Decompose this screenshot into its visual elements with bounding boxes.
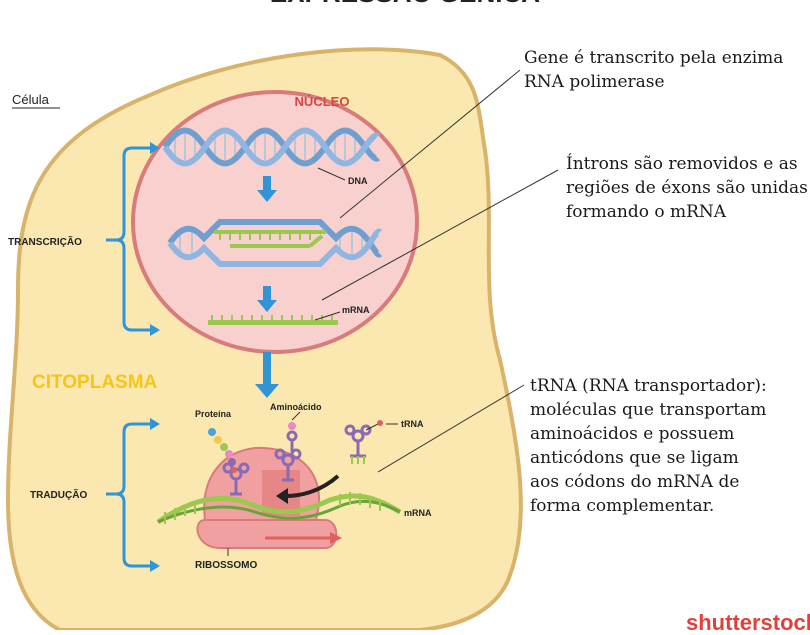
mrna-nucleus-leader-line <box>314 311 341 321</box>
page-title: EXPRESSÃO GÊNICA <box>270 0 540 8</box>
arrow-nucleus-to-ribosome <box>255 352 279 398</box>
amino-acid-label: Aminoácido <box>270 402 322 412</box>
translation-arrow-top <box>150 418 160 430</box>
amino-acid-trna <box>286 422 298 452</box>
protein-label: Proteína <box>195 409 232 419</box>
cell-label: Célula <box>12 92 50 107</box>
watermark: shutterstock <box>686 610 810 630</box>
mrna-ribosome-label: mRNA <box>404 508 432 518</box>
gene-note-line-1: Gene é transcrito pela enzima <box>524 48 784 68</box>
gene-transcription-note: Gene é transcrito pela enzima RNA polime… <box>524 46 783 94</box>
trna-note-line-1: tRNA (RNA transportador): <box>530 376 767 396</box>
transcription-bracket <box>106 146 150 332</box>
trna-note-line-2: moléculas que transportam <box>530 400 767 420</box>
dna-label: DNA <box>348 176 368 186</box>
introns-note: Íntrons são removidos e as regiões de éx… <box>566 152 808 224</box>
amino-acid-leader-line <box>291 411 301 421</box>
trna-note-line-5: aos códons do mRNA de <box>530 472 740 492</box>
arrow-dna-to-transcription <box>257 176 277 202</box>
trna-label: tRNA <box>401 419 424 429</box>
trna-entry-arrowhead <box>276 488 288 504</box>
introns-note-line-2: regiões de éxons são unidas <box>566 178 808 198</box>
trna-note: tRNA (RNA transportador): moléculas que … <box>530 374 767 518</box>
introns-note-line-1: Íntrons são removidos e as <box>566 154 798 174</box>
cytoplasm-label: CITOPLASMA <box>32 372 158 393</box>
arrow-transcription-to-mrna <box>257 286 277 312</box>
mrna-nucleus-label: mRNA <box>342 305 370 315</box>
nucleus-label: NÚCLEO <box>295 94 350 109</box>
ribosome-label: RIBOSSOMO <box>195 560 257 571</box>
introns-note-leader <box>321 169 559 301</box>
dna-helix-top <box>162 127 381 167</box>
trna-entry-arrow <box>285 474 340 498</box>
trna-in-ribosome-2 <box>274 448 302 482</box>
trna-note-line-3: aminoácidos e possuem <box>530 424 735 444</box>
gene-note-leader <box>339 69 521 219</box>
introns-note-line-3: formando o mRNA <box>566 202 727 222</box>
transcription-bubble <box>167 219 383 267</box>
mrna-strand-ribosome <box>156 492 402 525</box>
mrna-strand-nucleus <box>208 315 338 325</box>
dna-leader-line <box>317 167 346 181</box>
translation-label: TRADUÇÃO <box>30 488 87 501</box>
gene-note-line-2: RNA polimerase <box>524 72 665 92</box>
trna-note-line-6: forma complementar. <box>530 496 715 516</box>
trna-note-line-4: anticódons que se ligam <box>530 448 739 468</box>
protein-chain <box>208 428 237 473</box>
trna-incoming <box>344 420 383 464</box>
translation-bracket <box>106 422 150 568</box>
transcription-arrow-bottom <box>150 324 160 336</box>
transcription-arrow-top <box>150 142 160 154</box>
transcription-label: TRANSCRIÇÃO <box>8 235 82 248</box>
trna-note-leader <box>377 384 525 473</box>
translation-arrow-bottom <box>150 560 160 572</box>
